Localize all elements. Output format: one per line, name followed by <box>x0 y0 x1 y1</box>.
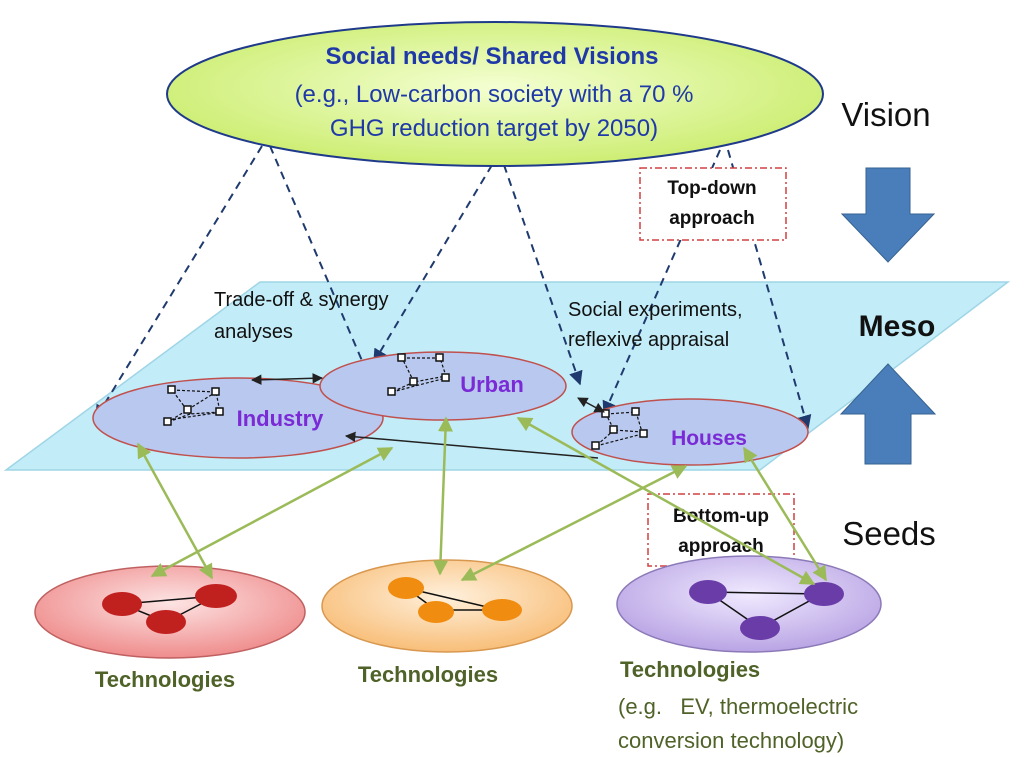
vision-line-2: (e.g., Low-carbon society with a 70 % <box>295 81 694 108</box>
tradeoff-note-2: analyses <box>214 321 293 343</box>
tech-note-line-1: (e.g. EV, thermoelectric <box>618 694 858 719</box>
bottom-up-label-2: approach <box>678 536 764 557</box>
level-label-meso: Meso <box>859 310 936 343</box>
tech-nodes-middle <box>388 577 522 623</box>
network-icon <box>167 389 223 423</box>
sector-industry-label: Industry <box>237 406 325 431</box>
sector-urban-label: Urban <box>460 372 524 397</box>
tech-nodes-left <box>102 584 237 634</box>
social-note-2: reflexive appraisal <box>568 329 729 351</box>
top-down-label-1: Top-down <box>667 178 756 199</box>
sector-houses-label: Houses <box>671 427 747 450</box>
sector-urban <box>319 351 567 421</box>
tech-note-line-2: conversion technology) <box>618 728 844 753</box>
vision-title: Social needs/ Shared Visions <box>325 43 658 70</box>
tech-label-left: Technologies <box>95 667 235 692</box>
top-down-box <box>639 167 787 241</box>
level-label-vision: Vision <box>841 96 930 133</box>
bottom-up-links <box>136 416 828 586</box>
bottom-up-label-1: Bottom-up <box>673 506 769 527</box>
tradeoff-note-1: Trade-off & synergy <box>214 289 389 311</box>
network-icon <box>387 353 450 396</box>
social-note-1: Social experiments, <box>568 299 743 321</box>
top-down-label-2: approach <box>669 208 755 229</box>
up-arrow-icon <box>839 363 937 465</box>
vision-ellipse <box>166 21 824 167</box>
network-icon <box>163 385 224 426</box>
tech-label-right: Technologies <box>620 657 760 682</box>
tech-nodes-right <box>689 580 844 640</box>
vision-line-3: GHG reduction target by 2050) <box>330 115 658 142</box>
down-arrow-icon <box>840 167 936 263</box>
tech-label-middle: Technologies <box>358 662 498 687</box>
level-label-seeds: Seeds <box>842 515 936 552</box>
